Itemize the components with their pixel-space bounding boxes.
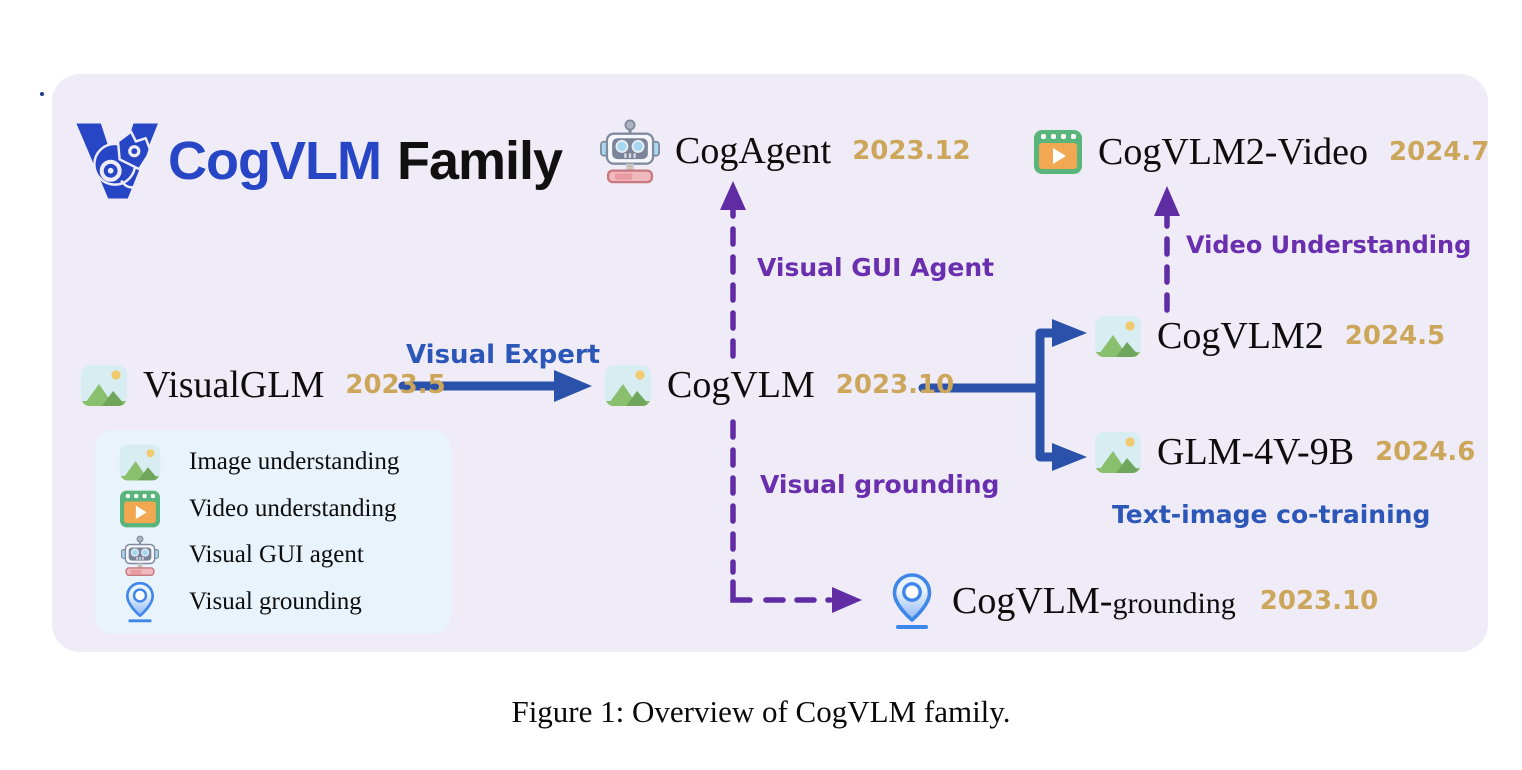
pin-icon [890, 572, 934, 630]
artifact-dot [40, 92, 44, 96]
node-cogvlm: CogVLM 2023.10 [604, 361, 954, 409]
legend-item-visual-grounding: Visual grounding [95, 581, 451, 623]
node-label-suffix: grounding [1112, 587, 1236, 620]
image-icon [1094, 312, 1142, 360]
legend-label: Visual grounding [189, 588, 362, 616]
node-cogagent: CogAgent 2023.12 [600, 118, 971, 184]
node-date: 2024.5 [1344, 321, 1446, 351]
legend-box: Image understanding Video understanding … [95, 430, 451, 634]
node-label: CogVLM2-Video [1098, 131, 1369, 173]
brand-name: CogVLM [168, 131, 382, 191]
robot-icon [119, 534, 161, 576]
edge-label-visual-grounding: Visual grounding [760, 470, 1000, 499]
node-date: 2023.12 [852, 136, 971, 166]
node-label: CogVLM [667, 364, 815, 406]
legend-item-image-understanding: Image understanding [95, 441, 451, 483]
node-cogvlm2-video: CogVLM2-Video 2024.7 [1033, 128, 1489, 176]
video-icon [119, 488, 161, 530]
brand-lockup: CogVLM Family [74, 120, 563, 202]
node-date: 2024.6 [1375, 437, 1476, 467]
legend-item-visual-gui-agent: Visual GUI agent [95, 534, 451, 576]
node-label: GLM-4V-9B [1157, 431, 1355, 473]
legend-label: Video understanding [189, 494, 397, 522]
image-icon [1094, 428, 1142, 476]
legend-label: Visual GUI agent [189, 541, 364, 569]
edge-label-visual-expert: Visual Expert [406, 340, 601, 370]
node-label: CogVLM- [952, 580, 1113, 622]
image-icon [119, 441, 161, 483]
chameleon-logo-icon [74, 120, 162, 202]
figure-caption: Figure 1: Overview of CogVLM family. [511, 694, 1011, 729]
node-label: CogAgent [675, 130, 832, 172]
legend-item-video-understanding: Video understanding [95, 488, 451, 530]
node-label: VisualGLM [143, 364, 325, 406]
node-date: 2023.10 [835, 370, 955, 400]
legend-label: Image understanding [189, 447, 400, 475]
video-icon [1033, 128, 1083, 176]
pin-icon [119, 581, 161, 623]
edge-label-video-understanding: Video Understanding [1186, 231, 1472, 259]
node-date: 2023.10 [1259, 586, 1379, 616]
robot-icon [600, 118, 660, 184]
node-cogvlm2: CogVLM2 2024.5 [1094, 312, 1445, 360]
image-icon [80, 361, 128, 409]
node-label: CogVLM2 [1157, 315, 1324, 357]
node-date: 2024.7 [1389, 137, 1490, 167]
node-date: 2023.5 [345, 370, 446, 400]
node-glm-4v-9b: GLM-4V-9B 2024.6 [1094, 428, 1475, 476]
brand-suffix: Family [396, 131, 563, 191]
image-icon [604, 361, 652, 409]
edge-label-visual-gui-agent: Visual GUI Agent [757, 253, 995, 282]
edge-label-text-image-co-training: Text-image co-training [1112, 500, 1431, 529]
node-visualglm: VisualGLM 2023.5 [80, 361, 446, 409]
node-cogvlm-grounding: CogVLM- grounding 2023.10 [890, 572, 1378, 630]
